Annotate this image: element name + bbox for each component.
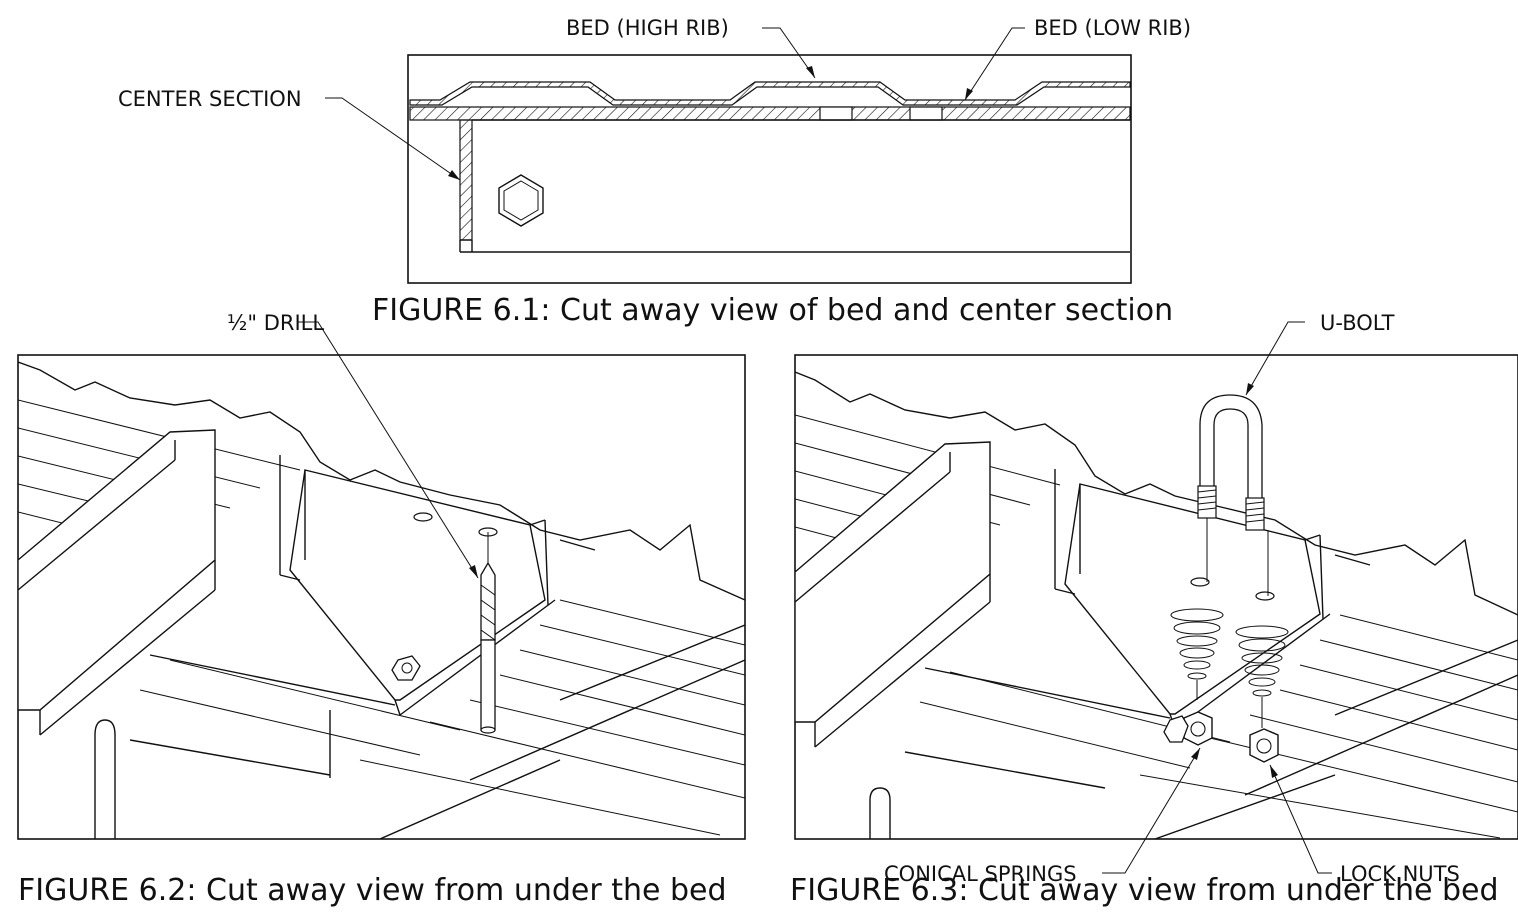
- bed-ribbed-sheet: [409, 81, 1131, 106]
- label-center-section: CENTER SECTION: [118, 87, 302, 111]
- leader-conical-springs: [1102, 747, 1201, 874]
- leader-low-rib: [964, 27, 1025, 101]
- frame-rail: [795, 441, 991, 748]
- caption-figure-6-3: FIGURE 6.3: Cut away view from under the…: [790, 873, 1499, 908]
- label-drill: ½" DRILL: [227, 311, 324, 335]
- leader-conical-springs-arrow: [1191, 748, 1200, 760]
- hex-nut: [1163, 715, 1189, 743]
- figure-6-3: U-BOLT CONICAL SPRINGS LOCK NUTS FIGURE …: [790, 311, 1518, 908]
- leader-high-rib: [762, 27, 816, 79]
- lock-nut: [1183, 711, 1213, 746]
- figure-6-2-illustration: [18, 361, 745, 839]
- lower-channel: [129, 624, 745, 839]
- lock-nut: [1249, 728, 1279, 763]
- label-conical-springs: CONICAL SPRINGS: [884, 862, 1077, 886]
- leader-lock-nuts-arrow: [1270, 765, 1278, 778]
- figure-6-1: BED (HIGH RIB) BED (LOW RIB) CENTER SECT…: [118, 16, 1191, 328]
- label-lock-nuts: LOCK NUTS: [1340, 862, 1460, 886]
- leader-low-rib-arrow: [965, 88, 973, 100]
- conical-spring: [1235, 625, 1289, 728]
- mounting-hole: [413, 512, 433, 522]
- leader-u-bolt-arrow: [1246, 383, 1254, 395]
- hex-nut: [391, 655, 421, 681]
- leader-center-section: [325, 97, 461, 181]
- frame-rail: [18, 429, 216, 736]
- leader-drill: [298, 321, 479, 579]
- conical-spring: [1170, 608, 1224, 700]
- hex-bolt-head: [498, 174, 544, 227]
- label-bed-high-rib: BED (HIGH RIB): [566, 16, 729, 40]
- leader-drill-arrow: [469, 565, 478, 578]
- center-section-plate: [1054, 469, 1371, 730]
- figure-6-2: ½" DRILL FIGURE 6.2: Cut away view from …: [17, 311, 746, 908]
- drill-bit: [480, 532, 496, 734]
- leader-lock-nuts: [1269, 764, 1332, 874]
- center-section-channel: [459, 119, 1130, 253]
- mounting-hole: [1255, 591, 1275, 601]
- hook-rod: [94, 719, 116, 839]
- caption-figure-6-1: FIGURE 6.1: Cut away view of bed and cen…: [372, 293, 1173, 328]
- figure-6-1-frame: [407, 54, 1132, 284]
- lower-channel: [904, 639, 1518, 839]
- caption-figure-6-2: FIGURE 6.2: Cut away view from under the…: [18, 873, 727, 908]
- bed-cut-edge: [18, 361, 745, 601]
- mounting-hole: [1190, 577, 1210, 587]
- leader-high-rib-arrow: [806, 66, 815, 78]
- leader-center-section-arrow: [448, 170, 460, 180]
- leader-u-bolt: [1245, 321, 1305, 396]
- bed-cut-edge: [795, 371, 1518, 616]
- u-bolt: [1197, 394, 1269, 596]
- hook-rod: [869, 787, 891, 839]
- label-bed-low-rib: BED (LOW RIB): [1034, 16, 1191, 40]
- figure-6-3-illustration: [795, 371, 1518, 839]
- label-u-bolt: U-BOLT: [1320, 311, 1395, 335]
- center-section-top-plate: [409, 106, 1131, 121]
